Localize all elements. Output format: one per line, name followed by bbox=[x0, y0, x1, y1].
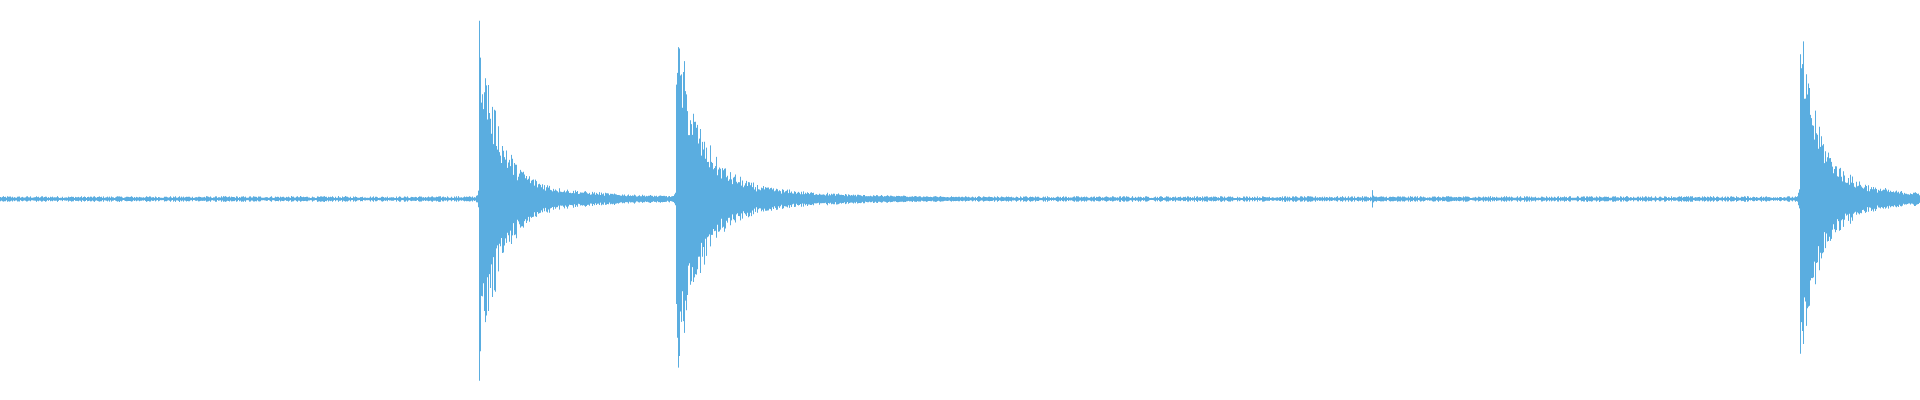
waveform-trace bbox=[0, 20, 1920, 381]
waveform-samples bbox=[0, 20, 1920, 381]
